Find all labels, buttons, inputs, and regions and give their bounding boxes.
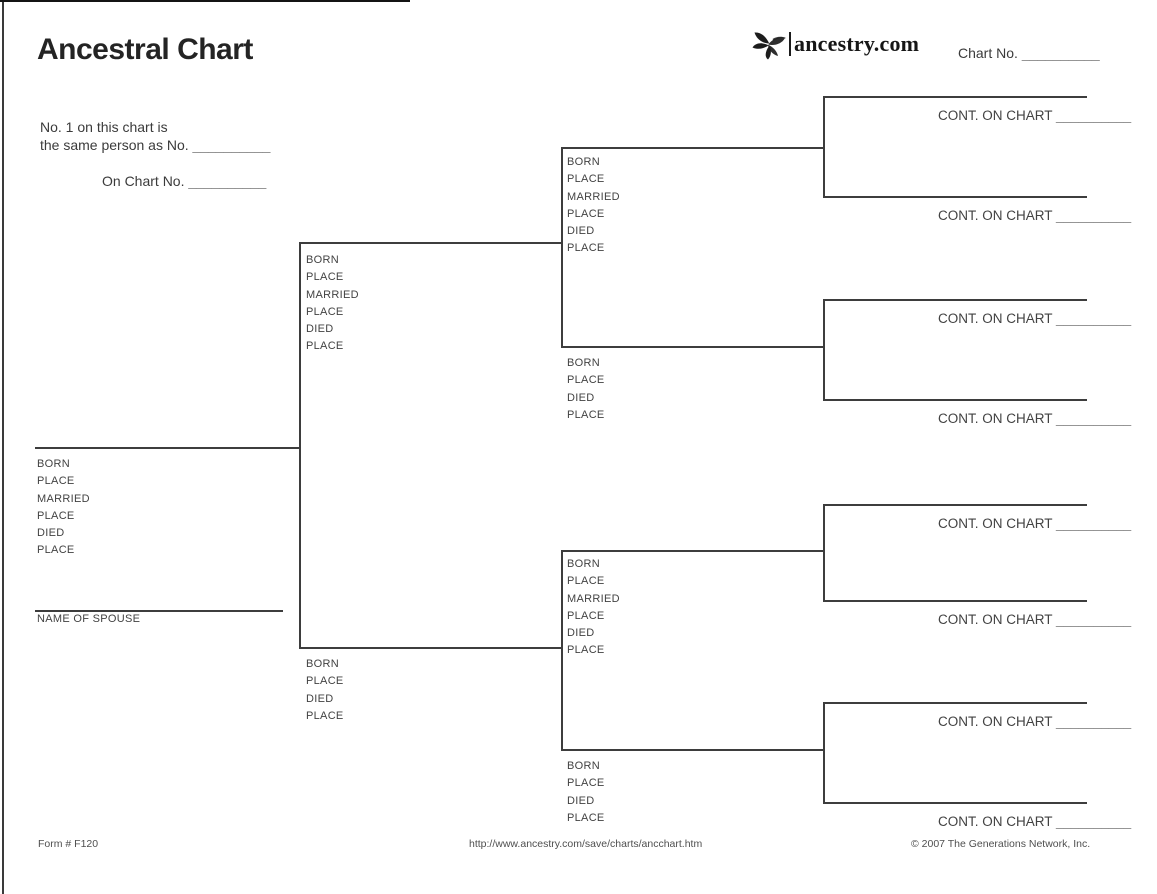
pedigree-line-ggparent-7 [823,702,1087,704]
field-label: BORN [567,558,600,570]
field-label: DIED [567,627,595,640]
field-label: PLACE [567,644,605,657]
spouse-name-label: NAME OF SPOUSE [37,613,141,625]
field-label: PLACE [567,609,605,622]
field-label: PLACE [306,709,344,722]
pedigree-bracket-gen3-bottom [561,550,563,751]
footer-copyright: © 2007 The Generations Network, Inc. [911,838,1091,850]
pedigree-line-ggparent-3 [823,299,1087,301]
form-number: Form # F120 [38,838,99,850]
page-border-top [0,0,410,2]
field-label: PLACE [37,475,75,488]
field-label: PLACE [306,340,344,353]
pedigree-line-spouse [35,610,283,612]
field-label: DIED [37,527,65,540]
field-label: BORN [306,254,339,266]
paternal-grandmother-fields: BORN PLACE DIED PLACE [567,355,605,424]
pedigree-line-grandfather-maternal [561,550,823,552]
chart-cross-reference-note: No. 1 on this chart is the same person a… [40,119,270,154]
pedigree-line-mother [299,647,561,649]
cont-on-chart-label-6: CONT. ON CHART __________ [938,612,1132,627]
field-label: PLACE [567,242,605,255]
pedigree-line-ggparent-2 [823,196,1087,198]
pedigree-line-ggparent-8 [823,802,1087,804]
ancestry-logo: ancestry.com [752,28,919,60]
same-person-blank: __________ [192,136,271,153]
cont-on-chart-label-2: CONT. ON CHART __________ [938,208,1132,223]
chart-number-field: Chart No. __________ [958,45,1100,61]
field-label: PLACE [567,173,605,186]
person1-fields: BORN PLACE MARRIED PLACE DIED PLACE [37,456,90,560]
field-label: DIED [306,323,334,336]
field-label: MARRIED [567,190,620,203]
field-label: DIED [306,692,334,705]
cont-on-chart-label-7: CONT. ON CHART __________ [938,714,1132,729]
pedigree-bracket-gen4-2 [823,299,825,400]
pedigree-bracket-gen4-1 [823,96,825,197]
pedigree-line-ggparent-6 [823,600,1087,602]
field-label: BORN [306,658,339,670]
on-chart-no-field: On Chart No. __________ [102,173,267,189]
chart-number-label: Chart No. [958,45,1018,61]
field-label: PLACE [567,207,605,220]
field-label: BORN [567,357,600,369]
cont-on-chart-label-5: CONT. ON CHART __________ [938,516,1132,531]
pedigree-bracket-gen2 [299,242,301,649]
field-label: PLACE [567,374,605,387]
field-label: PLACE [567,408,605,421]
field-label: PLACE [306,675,344,688]
page-title: Ancestral Chart [37,33,253,66]
pedigree-bracket-gen3-top [561,147,563,348]
field-label: MARRIED [567,592,620,605]
pedigree-line-grandmother-maternal [561,749,823,751]
cont-on-chart-label-8: CONT. ON CHART __________ [938,814,1132,829]
field-label: PLACE [306,305,344,318]
chart-number-blank: __________ [1021,45,1100,61]
cont-on-chart-label-3: CONT. ON CHART __________ [938,311,1132,326]
pedigree-line-person1 [35,447,299,449]
maternal-grandmother-fields: BORN PLACE DIED PLACE [567,758,605,827]
field-label: PLACE [37,509,75,522]
pedigree-line-grandfather-paternal [561,147,823,149]
on-chart-no-blank: __________ [188,173,267,189]
maternal-grandfather-fields: BORN PLACE MARRIED PLACE DIED PLACE [567,556,620,660]
field-label: MARRIED [37,492,90,505]
field-label: BORN [567,156,600,168]
field-label: MARRIED [306,288,359,301]
note-line-1: No. 1 on this chart is [40,119,168,135]
field-label: DIED [567,794,595,807]
logo-divider [789,32,791,56]
cont-on-chart-label-1: CONT. ON CHART __________ [938,108,1132,123]
field-label: BORN [567,760,600,772]
pedigree-line-grandmother-paternal [561,346,823,348]
field-label: DIED [567,225,595,238]
field-label: PLACE [567,575,605,588]
field-label: PLACE [306,271,344,284]
field-label: PLACE [567,777,605,790]
mother-fields: BORN PLACE DIED PLACE [306,656,344,725]
field-label: PLACE [37,544,75,557]
paternal-grandfather-fields: BORN PLACE MARRIED PLACE DIED PLACE [567,154,620,258]
pedigree-line-father [299,242,561,244]
pedigree-line-ggparent-4 [823,399,1087,401]
field-label: PLACE [567,811,605,824]
ancestry-logo-text: ancestry.com [794,31,920,56]
page-border-left [2,0,4,894]
field-label: BORN [37,458,70,470]
pedigree-line-ggparent-1 [823,96,1087,98]
cont-on-chart-label-4: CONT. ON CHART __________ [938,411,1132,426]
father-fields: BORN PLACE MARRIED PLACE DIED PLACE [306,252,359,356]
pedigree-bracket-gen4-4 [823,702,825,803]
pedigree-bracket-gen4-3 [823,504,825,601]
footer-url: http://www.ancestry.com/save/charts/ancc… [469,838,703,850]
note-line-2: the same person as No. __________ [40,136,271,153]
field-label: DIED [567,391,595,404]
ancestry-leaf-icon [752,32,786,60]
pedigree-line-ggparent-5 [823,504,1087,506]
